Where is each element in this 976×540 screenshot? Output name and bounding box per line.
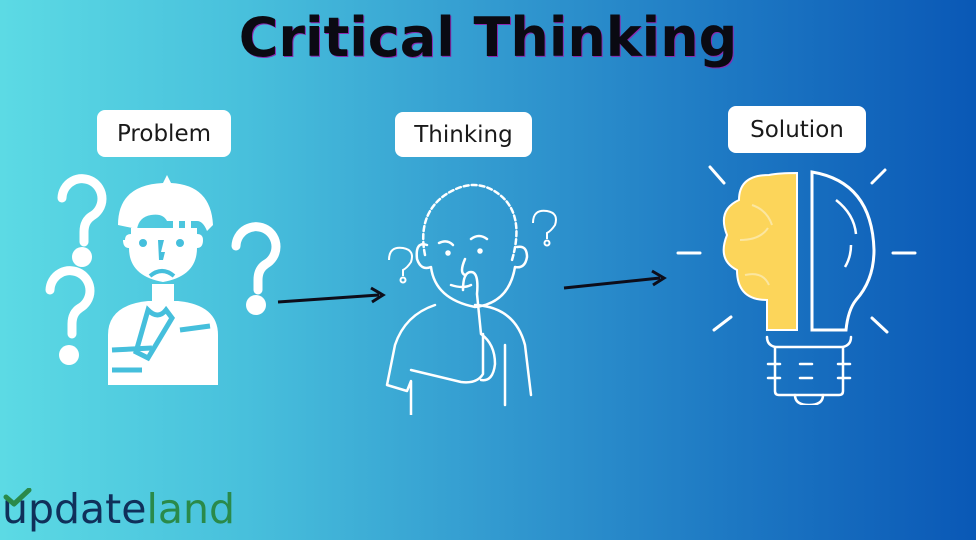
- arrow-icon: [563, 269, 667, 290]
- problem-label: Problem: [97, 110, 231, 157]
- brain-lightbulb-icon: [676, 165, 917, 405]
- updateland-logo: updateland: [0, 484, 235, 534]
- thinking-person-icon: [385, 183, 557, 415]
- question-mark-icon: [388, 246, 413, 284]
- question-mark-icon: [57, 174, 107, 267]
- question-mark-icon: [45, 266, 95, 365]
- logo-text-green: land: [146, 485, 236, 533]
- thinking-label: Thinking: [395, 112, 532, 157]
- question-mark-icon: [231, 222, 281, 315]
- confused-person-icon: [45, 174, 281, 385]
- check-icon: [3, 488, 32, 507]
- arrow-icon: [277, 286, 386, 304]
- solution-label: Solution: [728, 106, 866, 153]
- question-mark-icon: [532, 209, 557, 247]
- page-title: Critical Thinking: [238, 6, 738, 69]
